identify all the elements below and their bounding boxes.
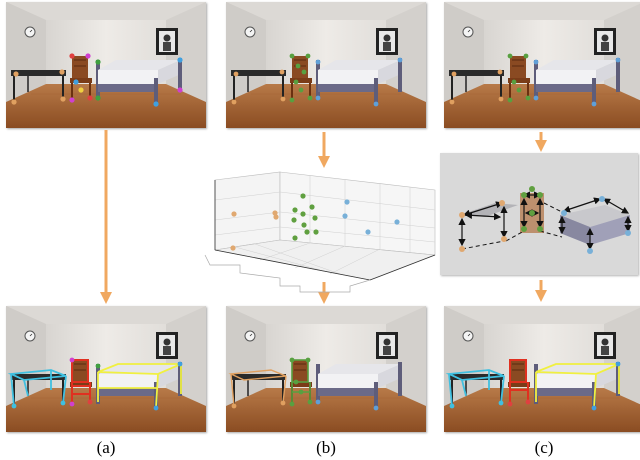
3d-scatter-plot [204, 171, 436, 293]
scene-panel-c-output [444, 306, 640, 432]
flow-arrow-a [100, 130, 112, 304]
relation-graph-panel [440, 153, 638, 275]
caption-b: (b) [316, 438, 336, 457]
scene-panel-b-input [226, 2, 426, 128]
flow-arrow-c-bottom [535, 280, 547, 302]
scene-panel-c-input [444, 2, 640, 128]
scene-panel-b-output [226, 306, 426, 432]
scene-panel-a-output [6, 306, 206, 432]
flow-arrow-b-top [318, 132, 330, 168]
scene-panel-a-input [6, 2, 206, 128]
flow-arrow-c-top [535, 132, 547, 152]
caption-c: (c) [534, 438, 554, 457]
caption-a: (a) [96, 438, 116, 457]
